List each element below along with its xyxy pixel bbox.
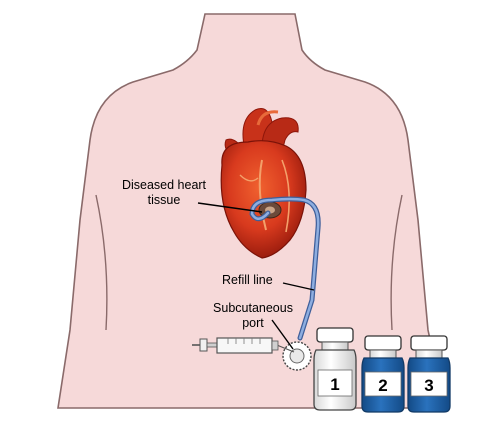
- syringe: [192, 337, 295, 354]
- subcutaneous-label-line1: Subcutaneous: [213, 301, 293, 315]
- vial-2-number: 2: [378, 376, 387, 395]
- vial-3: [407, 335, 451, 413]
- vial-1-number: 1: [330, 375, 339, 394]
- diseased-tissue-leader: [197, 202, 263, 213]
- diseased-heart-label-line2: tissue: [147, 193, 181, 207]
- refill-line-leader: [282, 282, 315, 291]
- subcutaneous-port-label: Subcutaneous port: [208, 301, 298, 331]
- vial-2: [361, 335, 405, 413]
- refill-line-label-text: Refill line: [222, 273, 273, 287]
- refill-line-label: Refill line: [222, 273, 273, 288]
- left-arm-crease: [95, 194, 108, 331]
- subcutaneous-label-line2: port: [242, 316, 264, 330]
- diseased-heart-label-line1: Diseased heart: [121, 178, 207, 192]
- subcutaneous-port-leader: [271, 319, 294, 350]
- vial-1: [313, 327, 357, 411]
- right-arm-crease: [390, 194, 403, 331]
- diseased-heart-tissue-label: Diseased heart tissue: [109, 178, 219, 208]
- subcutaneous-port: [282, 341, 312, 371]
- vial-3-number: 3: [424, 376, 433, 395]
